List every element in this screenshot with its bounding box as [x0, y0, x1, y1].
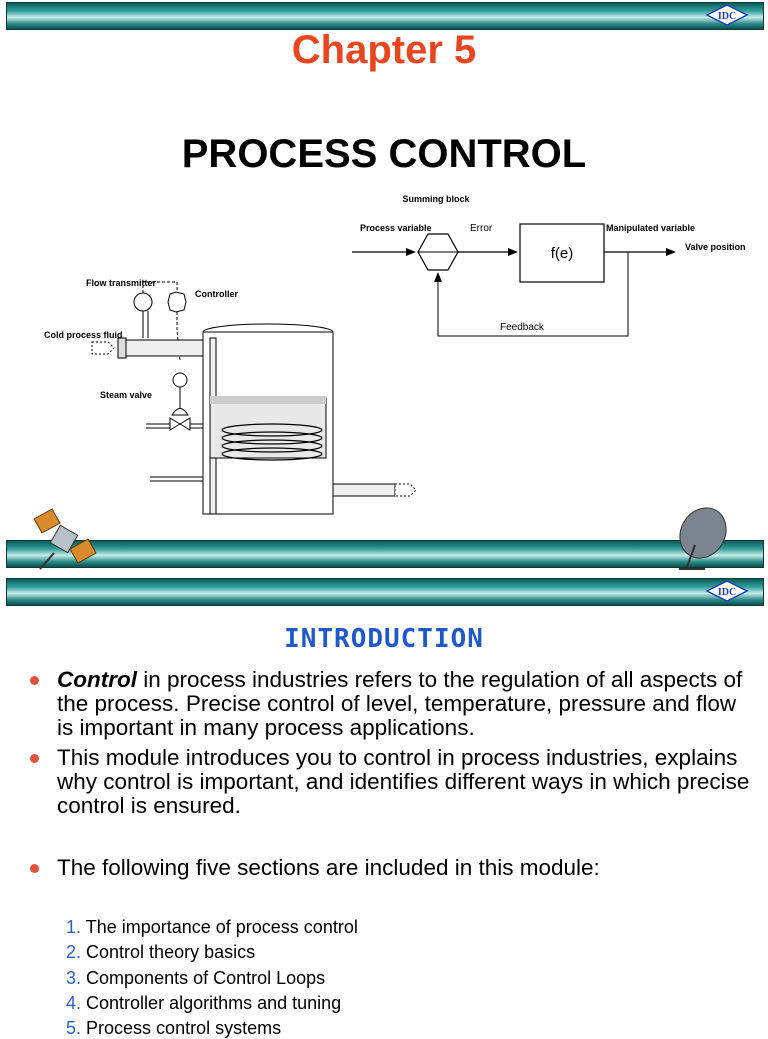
bullet-dot: [30, 864, 39, 873]
section-item-1: 1. The importance of process control: [66, 917, 358, 937]
section-item-5: 5. Process control systems: [66, 1018, 282, 1038]
control-block-diagram: Summing block Process variable Error Man…: [352, 194, 746, 337]
function-block: [519, 223, 605, 283]
idc-logo: IDC: [705, 4, 749, 26]
section-item-2: 2. Control theory basics: [66, 942, 256, 962]
section-heading: INTRODUCTION: [284, 624, 484, 654]
bottom-banner: [6, 540, 764, 568]
top-banner: [6, 578, 764, 606]
idc-logo-text: IDC: [718, 587, 736, 598]
controller-label: Controller: [195, 289, 238, 299]
summing-block-label: Summing block: [402, 194, 470, 204]
chapter-title: Chapter 5: [291, 28, 477, 72]
bullet-dot: [30, 676, 39, 685]
bullet-1-emphasis: Control: [57, 667, 137, 692]
heat-exchanger-diagram: Flow transmitter Controller Cold process…: [44, 278, 417, 515]
manipulated-variable-label: Manipulated variable: [606, 223, 695, 233]
section-item-3: 3. Components of Control Loops: [66, 968, 326, 988]
bullet-1-text: in process industries refers to the regu…: [57, 667, 743, 740]
bullet-3: The following five sections are included…: [30, 856, 750, 880]
idc-logo-text: IDC: [718, 11, 736, 22]
slide-2: IDC INTRODUCTION Control in process indu…: [0, 574, 768, 1038]
bullet-3-text: The following five sections are included…: [57, 855, 600, 880]
process-variable-label: Process variable: [360, 223, 432, 233]
slide-1: IDC Chapter 5 PROCESS CONTROL Summing bl…: [6, 2, 764, 570]
cold-fluid-label: Cold process fluid: [44, 330, 123, 340]
steam-valve-label: Steam valve: [100, 390, 152, 400]
bullet-1: Control in process industries refers to …: [30, 668, 750, 740]
idc-logo: IDC: [705, 580, 749, 602]
top-banner: [6, 2, 764, 30]
bullet-2-text: This module introduces you to control in…: [57, 745, 750, 818]
feedback-label: Feedback: [500, 322, 545, 333]
slide-title: PROCESS CONTROL: [181, 132, 587, 176]
valve-position-label: Valve position: [685, 242, 746, 252]
section-item-4: 4. Controller algorithms and tuning: [66, 993, 342, 1013]
flow-transmitter-label: Flow transmitter: [86, 278, 157, 288]
bullet-2: This module introduces you to control in…: [30, 746, 750, 818]
satellite-icon: [33, 508, 97, 570]
error-label: Error: [470, 223, 493, 234]
satellite-dish-icon: [679, 507, 727, 570]
bullet-dot: [30, 754, 39, 763]
function-label: f(e): [551, 245, 574, 262]
